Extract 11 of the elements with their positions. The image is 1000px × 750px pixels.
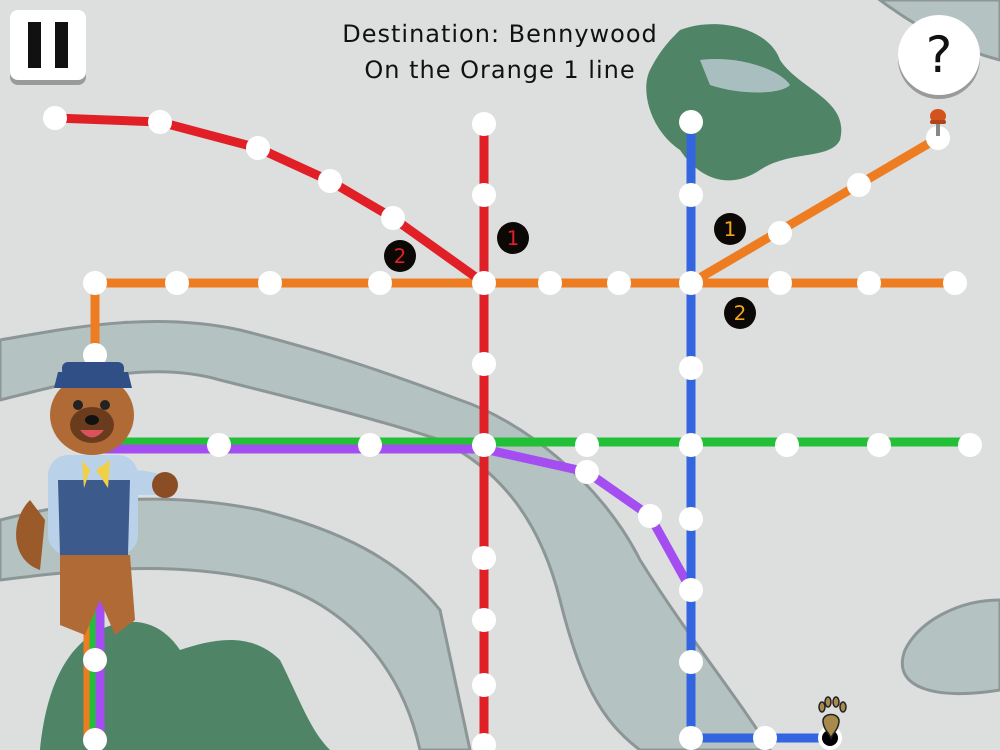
direction-number: 2 bbox=[734, 303, 746, 323]
direction-number: 2 bbox=[394, 246, 406, 266]
direction-badge bbox=[714, 213, 746, 245]
line-instruction: On the Orange 1 line bbox=[363, 56, 637, 84]
direction-number: 1 bbox=[724, 219, 736, 239]
direction-badge bbox=[497, 222, 529, 254]
destination-title: Destination: Bennywood bbox=[341, 20, 659, 48]
direction-number: 1 bbox=[506, 228, 520, 248]
direction-badge bbox=[384, 240, 416, 272]
direction-badge bbox=[724, 297, 756, 329]
help-button: ? bbox=[898, 15, 980, 95]
